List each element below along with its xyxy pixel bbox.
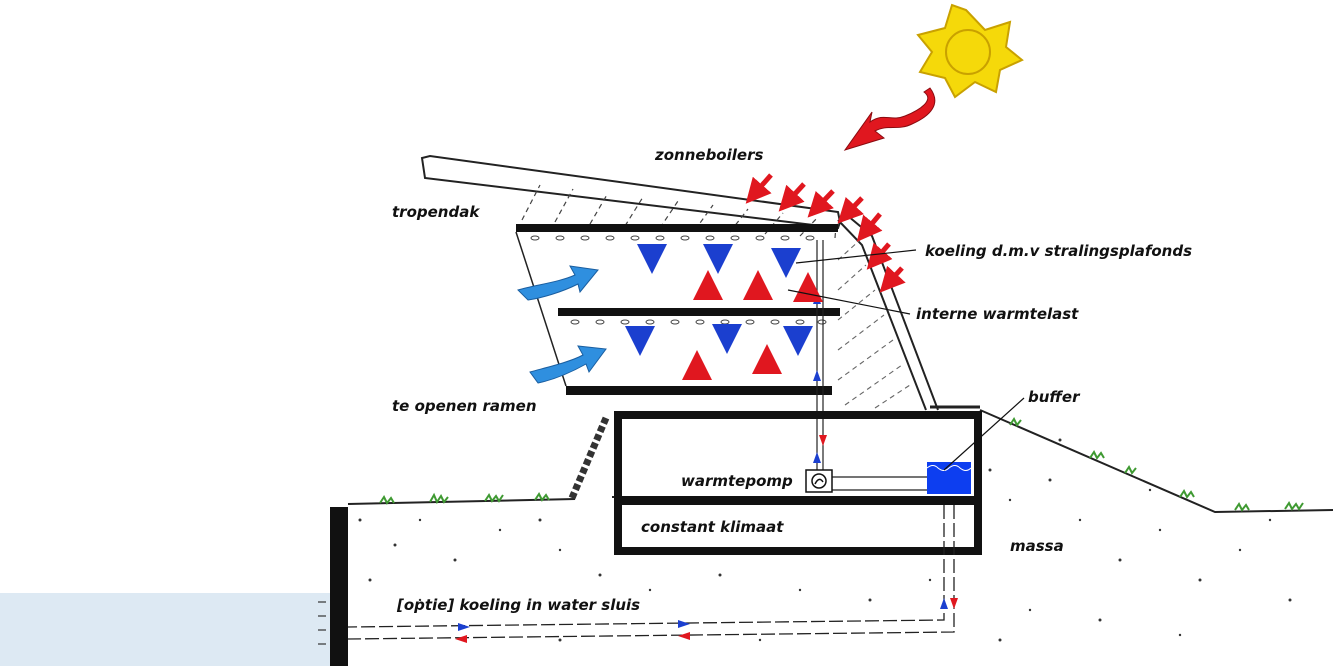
floor-top <box>516 224 838 232</box>
basement-divider <box>618 496 978 505</box>
solar-radiation-arrow <box>843 87 936 151</box>
water-lines <box>318 601 326 645</box>
label-massa: massa <box>1010 537 1064 555</box>
water-body <box>0 593 332 666</box>
buffer-tank <box>927 462 971 494</box>
label-constant-klimaat: constant klimaat <box>641 518 784 536</box>
label-koeling: koeling d.m.v stralingsplafonds <box>925 242 1192 260</box>
basement-outer <box>614 411 982 555</box>
leader-lines <box>787 249 1025 471</box>
label-ramen: te openen ramen <box>392 397 537 415</box>
label-warmtepomp: warmtepomp <box>681 472 793 490</box>
heat-arrow-icon <box>745 173 906 293</box>
floor-bottom <box>566 386 832 395</box>
grass <box>379 417 1304 512</box>
heat-pump-icon <box>805 469 833 493</box>
cool-arrow-icon <box>625 244 813 356</box>
internal-heat-arrows <box>682 270 823 380</box>
label-buffer: buffer <box>1028 388 1081 406</box>
soil-texture <box>358 438 1292 642</box>
air-flow-icon <box>517 265 607 384</box>
ground-pipe <box>347 505 955 640</box>
west-facade <box>515 231 567 387</box>
label-interne-warmtelast: interne warmtelast <box>916 305 1079 323</box>
facade-hatch <box>837 239 911 409</box>
sluice-wall <box>330 507 348 666</box>
label-tropendak: tropendak <box>392 203 480 221</box>
buffer-pipe <box>832 476 927 491</box>
floor-middle <box>558 308 840 316</box>
label-zonneboilers: zonneboilers <box>654 146 763 164</box>
buffer-tank-ripple <box>926 465 972 471</box>
dike-slope <box>568 416 610 500</box>
radiant-ceiling-top <box>530 235 815 241</box>
radiant-ceiling-middle <box>570 319 827 325</box>
flow-markers <box>455 293 958 643</box>
label-sluis: [optie] koeling in water sluis <box>396 596 640 614</box>
sun-icon <box>916 3 1024 99</box>
